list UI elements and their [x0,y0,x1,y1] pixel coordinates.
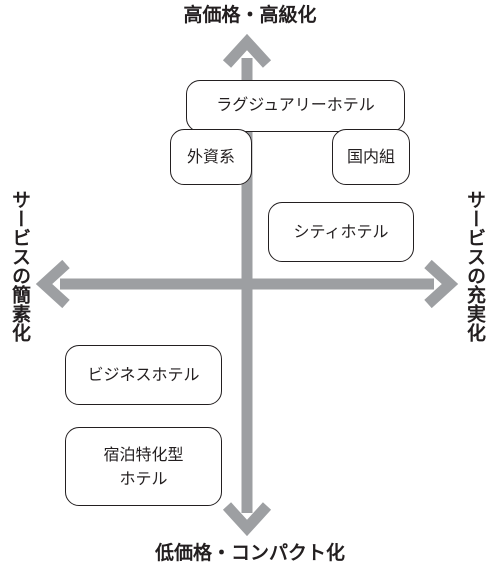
category-label-luxury-hotel: ラグジュアリーホテル [216,95,375,114]
axis-label-top: 高価格・高級化 [183,4,317,26]
category-label-limited-service-hotel: 宿泊特化型 ホテル [103,443,183,489]
category-box-domestic: 国内組 [332,129,410,185]
category-label-business-hotel: ビジネスホテル [87,365,200,385]
category-box-limited-service-hotel: 宿泊特化型 ホテル [65,427,222,506]
arrow-down-icon [222,502,272,537]
category-label-domestic: 国内組 [346,147,395,167]
category-box-business-hotel: ビジネスホテル [65,345,222,405]
arrow-up-icon [222,33,272,68]
category-label-line-1: 宿泊特化型 [103,445,184,465]
axis-label-bottom: 低価格・コンパクト化 [154,542,345,564]
arrow-right-icon [424,259,459,309]
category-box-luxury-hotel: ラグジュアリーホテル [186,80,405,132]
arrow-left-icon [35,259,70,309]
axis-label-left: サービスの簡素化 [9,190,31,342]
category-label-line-2: ホテル [119,468,168,488]
category-label-city-hotel: シティホテル [293,222,389,242]
category-box-foreign-affiliated: 外資系 [170,129,252,185]
axis-label-right: サービスの充実化 [464,190,486,342]
category-box-city-hotel: シティホテル [268,202,414,262]
category-label-foreign-affiliated: 外資系 [186,147,235,167]
